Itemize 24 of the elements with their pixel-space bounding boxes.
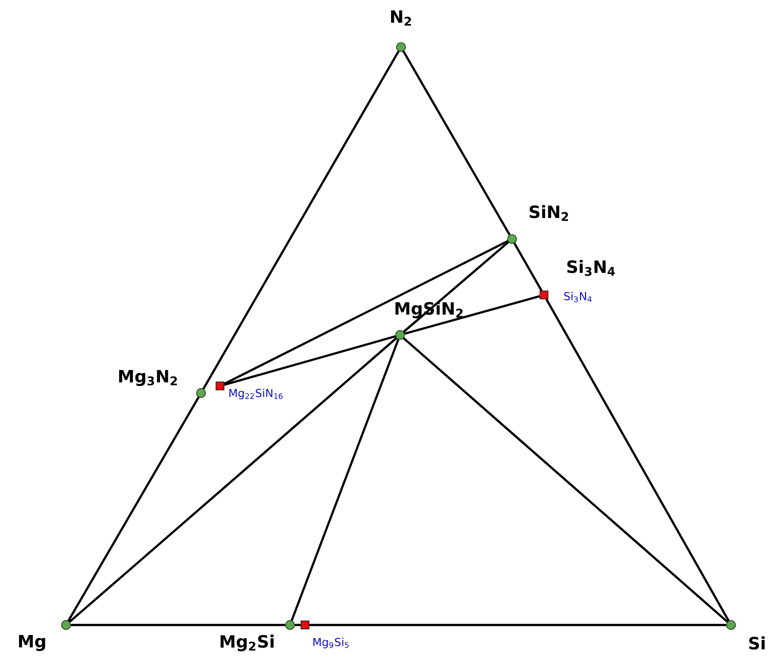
phase-label: Mg [19, 634, 46, 652]
phase-label: SiN$_{2}$ [530, 205, 568, 221]
tie-line [202, 50, 400, 390]
phase-label: Si [749, 636, 765, 650]
tie-line [309, 624, 726, 626]
phase-label: Mg$_{2}$Si [220, 634, 274, 652]
tie-line [402, 50, 511, 236]
tie-line [402, 241, 510, 333]
tie-line [224, 240, 508, 385]
phase-label: N$_{2}$ [391, 10, 411, 26]
phase-label: Si$_{3}$N$_{4}$ [567, 260, 615, 276]
tie-line [545, 298, 730, 622]
tie-line [70, 624, 286, 626]
phase-label: Mg$_{22}$SiN$_{16}$ [229, 388, 283, 400]
tie-line [294, 624, 301, 626]
tie-line [68, 337, 398, 623]
phase-label: Mg$_{3}$N$_{2}$ [119, 370, 177, 386]
tie-line [513, 242, 542, 292]
phase-label: Si$_{3}$N$_{4}$ [564, 292, 592, 302]
phase-label: Mg$_{9}$Si$_{5}$ [313, 638, 348, 648]
tie-line [290, 339, 400, 621]
tie-line [402, 337, 728, 623]
tie-line [224, 335, 396, 386]
tie-line [67, 396, 200, 622]
